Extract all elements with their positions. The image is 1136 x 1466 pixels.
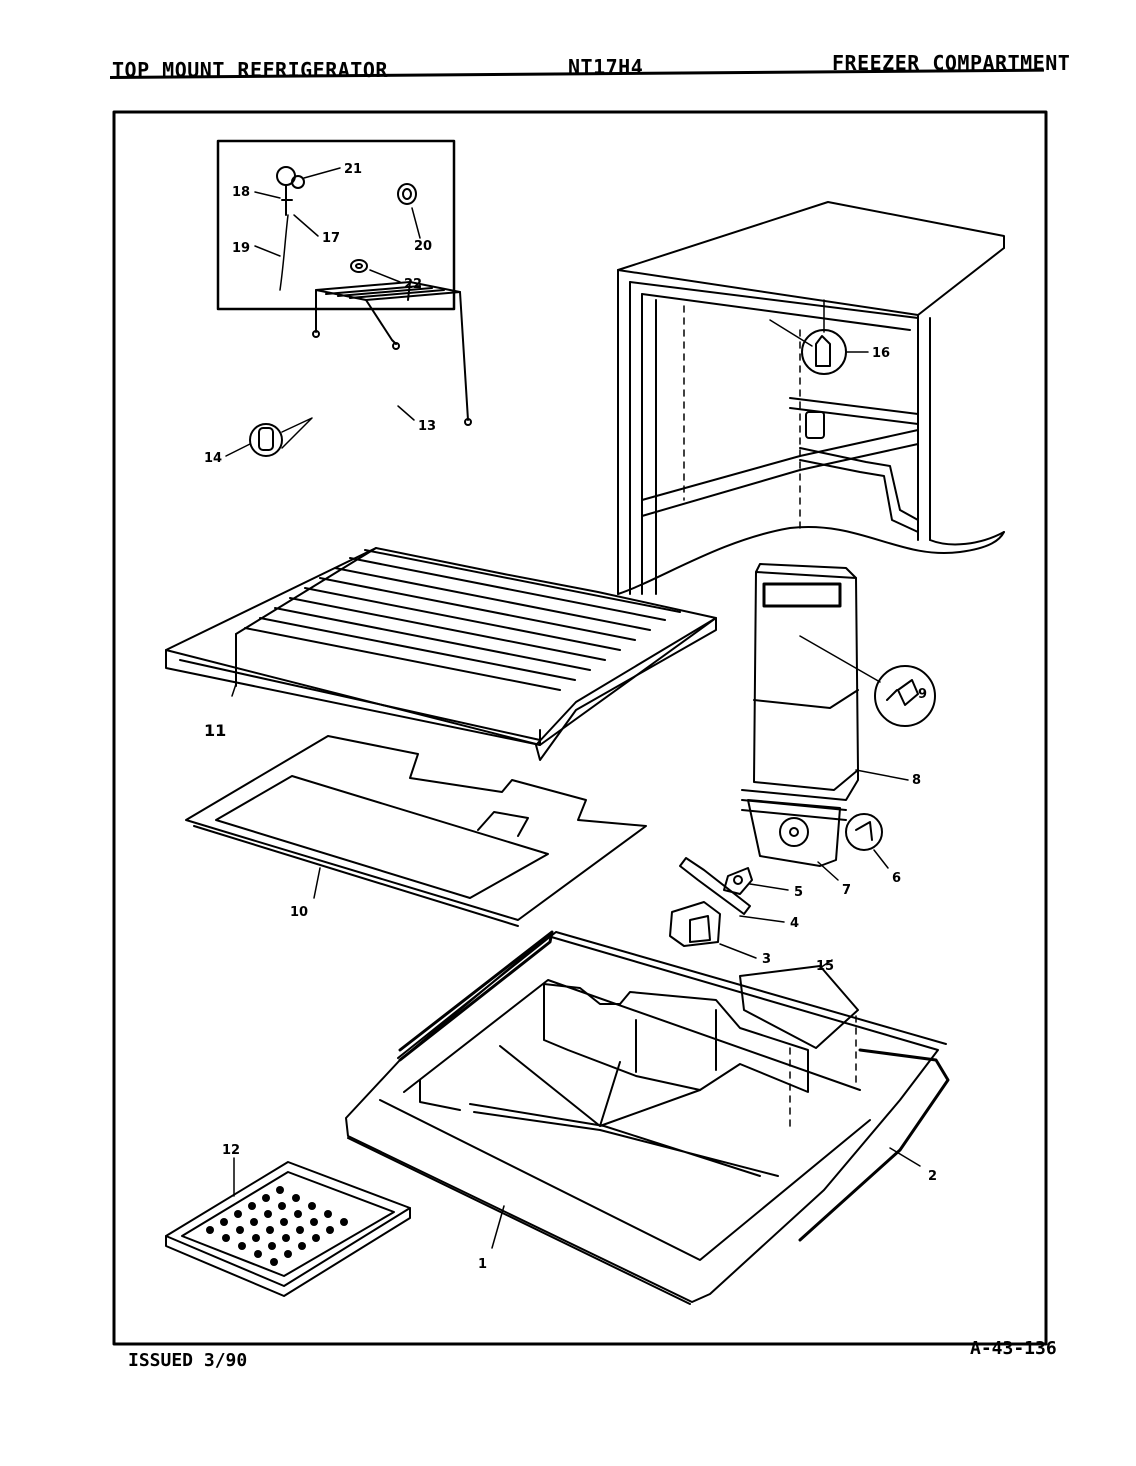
callout-20: 20 bbox=[414, 239, 432, 254]
inset-box bbox=[216, 139, 456, 311]
callout-2: 2 bbox=[928, 1169, 937, 1184]
freezer-cabinet bbox=[617, 201, 1005, 595]
callout-11: 11 bbox=[204, 721, 226, 740]
callout-12: 12 bbox=[222, 1143, 240, 1158]
ice-tray-12 bbox=[165, 1157, 411, 1297]
shelf-cover-11 bbox=[165, 547, 717, 761]
callout-17: 17 bbox=[322, 231, 340, 246]
callout-21: 21 bbox=[344, 162, 362, 177]
callout-9: 9 bbox=[918, 687, 927, 702]
callout-8: 8 bbox=[912, 773, 921, 788]
duct-8 bbox=[741, 563, 936, 821]
callout-1: 1 bbox=[478, 1257, 487, 1272]
callout-15: 15 bbox=[816, 959, 834, 974]
freezer-liner-1 bbox=[345, 930, 950, 1305]
shelf-13 bbox=[225, 281, 472, 457]
callout-5: 5 bbox=[794, 885, 803, 900]
callout-3: 3 bbox=[762, 952, 771, 967]
callout-6: 6 bbox=[892, 871, 901, 886]
callout-18: 18 bbox=[232, 185, 250, 200]
callout-19: 19 bbox=[232, 241, 250, 256]
callout-16: 16 bbox=[872, 346, 890, 361]
callout-14: 14 bbox=[204, 451, 222, 466]
diagram-frame bbox=[112, 110, 1048, 1346]
motor-assembly bbox=[669, 799, 889, 959]
panel-10 bbox=[185, 735, 647, 927]
callout-10: 10 bbox=[290, 905, 308, 920]
footer-issued-date: ISSUED 3/90 bbox=[128, 1350, 248, 1371]
callout-13: 13 bbox=[418, 419, 436, 434]
footer-diagram-code: A-43-136 bbox=[970, 1338, 1057, 1359]
callout-7: 7 bbox=[842, 883, 851, 898]
callout-4: 4 bbox=[790, 916, 799, 931]
callout-22: 22 bbox=[404, 277, 422, 292]
